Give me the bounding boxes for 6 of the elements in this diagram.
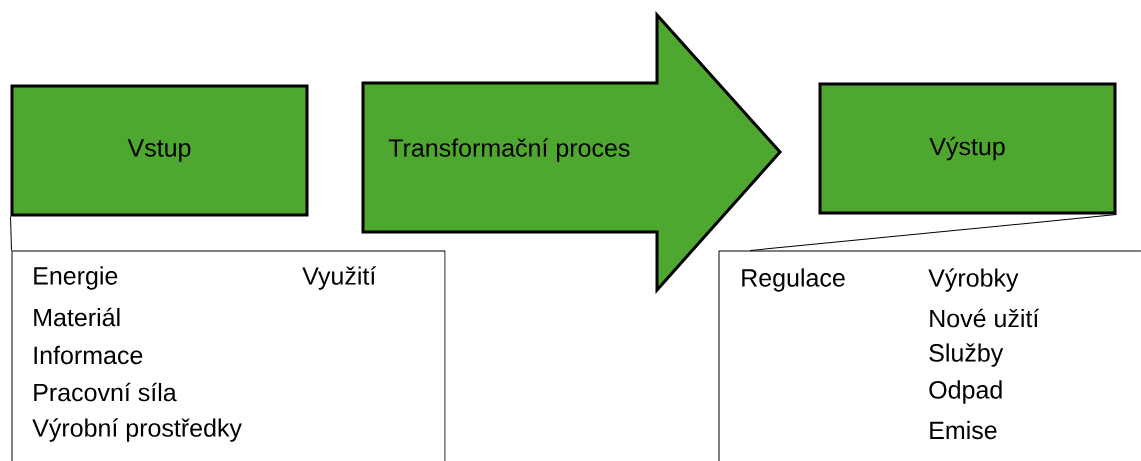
list-box: Regulace Výrobky Nové užití Služby Odpad Emise (718, 250, 1141, 461)
connector-line (10, 216, 12, 251)
connector-line (749, 214, 1117, 251)
process-box: Výstup (818, 82, 1117, 215)
list-box: Energie Materiál Informace Pracovní síla Výrobní prostředky Využití (11, 250, 446, 461)
process-box: Vstup (10, 84, 309, 217)
